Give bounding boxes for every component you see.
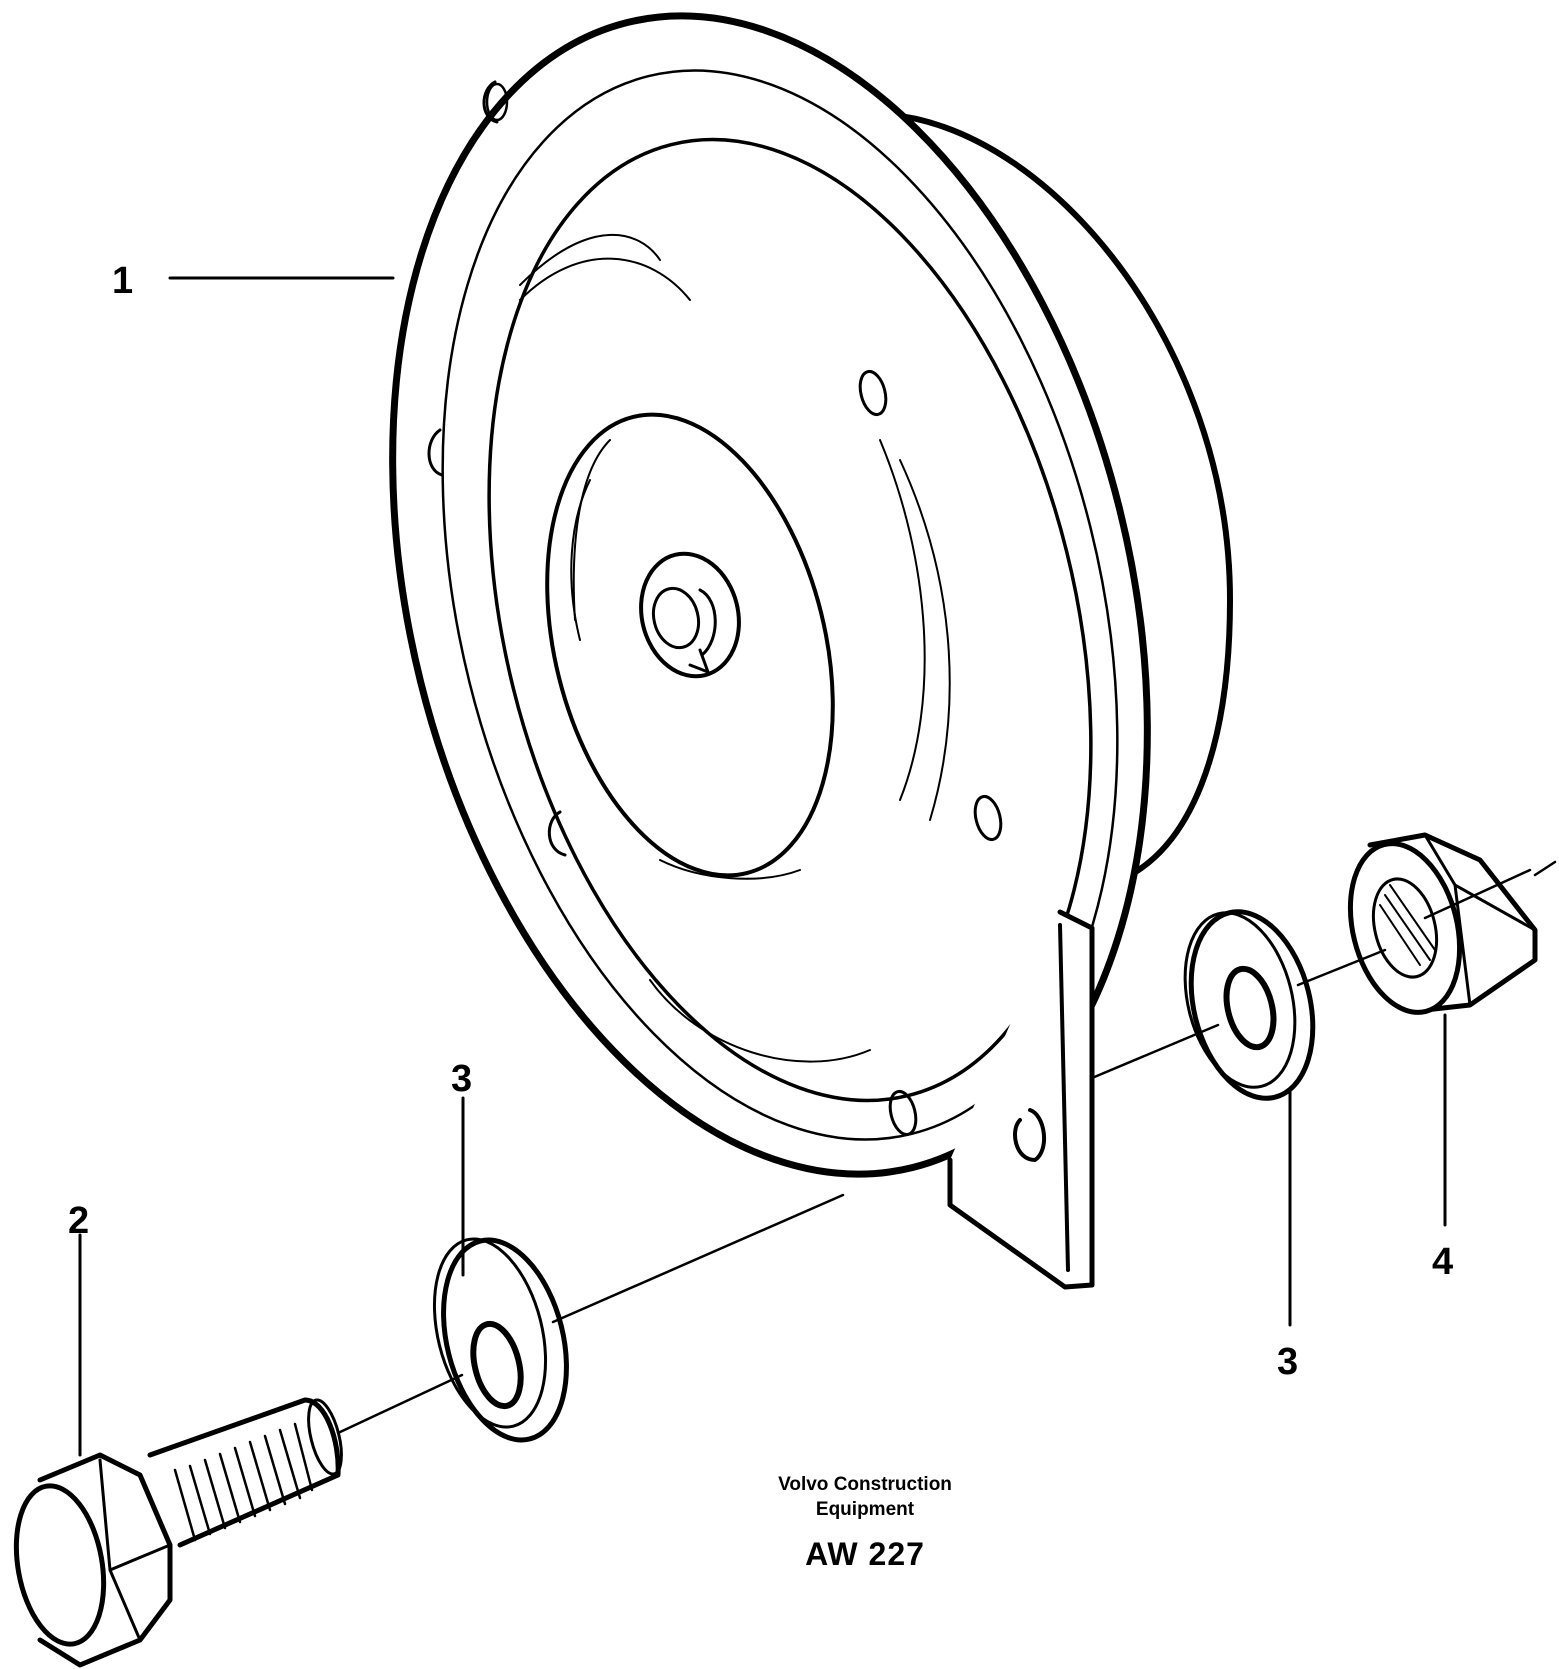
callout-part-1: 1 bbox=[112, 260, 134, 302]
bolt-icon bbox=[13, 1397, 343, 1668]
credit-line-1: Volvo Construction bbox=[778, 1474, 952, 1495]
bracket-icon bbox=[947, 909, 1095, 1290]
washer-icon bbox=[432, 1237, 569, 1443]
washer-icon bbox=[1183, 909, 1316, 1101]
publisher-credit: Volvo Construction Equipment AW 227 bbox=[700, 1472, 1030, 1573]
credit-line-2: Equipment bbox=[815, 1499, 915, 1520]
assembly-axis-lines bbox=[336, 860, 1557, 1435]
horn-icon bbox=[389, 12, 1233, 1178]
drawing-code: AW 227 bbox=[805, 1536, 925, 1572]
callout-part-3-left: 3 bbox=[451, 1058, 473, 1100]
callout-part-3-right: 3 bbox=[1277, 1341, 1299, 1383]
leader-lines bbox=[78, 276, 1447, 1457]
callout-part-4: 4 bbox=[1432, 1241, 1454, 1283]
callout-part-2: 2 bbox=[68, 1200, 90, 1242]
nut-icon bbox=[1347, 832, 1538, 1015]
